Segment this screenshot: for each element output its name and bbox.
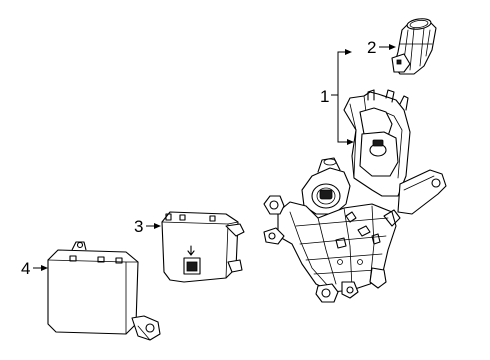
callout-3-label: 3 [134, 217, 143, 236]
callout-1: 1 [320, 49, 354, 145]
callout-1-bracket [337, 51, 348, 143]
callout-2: 2 [367, 38, 396, 57]
part-2-connector [391, 18, 437, 75]
part-3-module [161, 211, 245, 283]
part-4-module [47, 241, 161, 341]
callout-1-arrow-top [345, 49, 352, 55]
callout-3: 3 [134, 217, 161, 236]
callout-2-label: 2 [367, 38, 376, 57]
callout-1-arrow-bottom [347, 139, 354, 145]
insert-arrow-icon [187, 245, 195, 256]
callout-4: 4 [21, 259, 48, 278]
callout-3-arrow [154, 223, 161, 229]
callout-1-label: 1 [320, 87, 329, 106]
part-1-assembly [263, 89, 447, 303]
callout-2-arrow [389, 44, 396, 50]
callout-4-label: 4 [21, 259, 30, 278]
callout-4-arrow [41, 265, 48, 271]
